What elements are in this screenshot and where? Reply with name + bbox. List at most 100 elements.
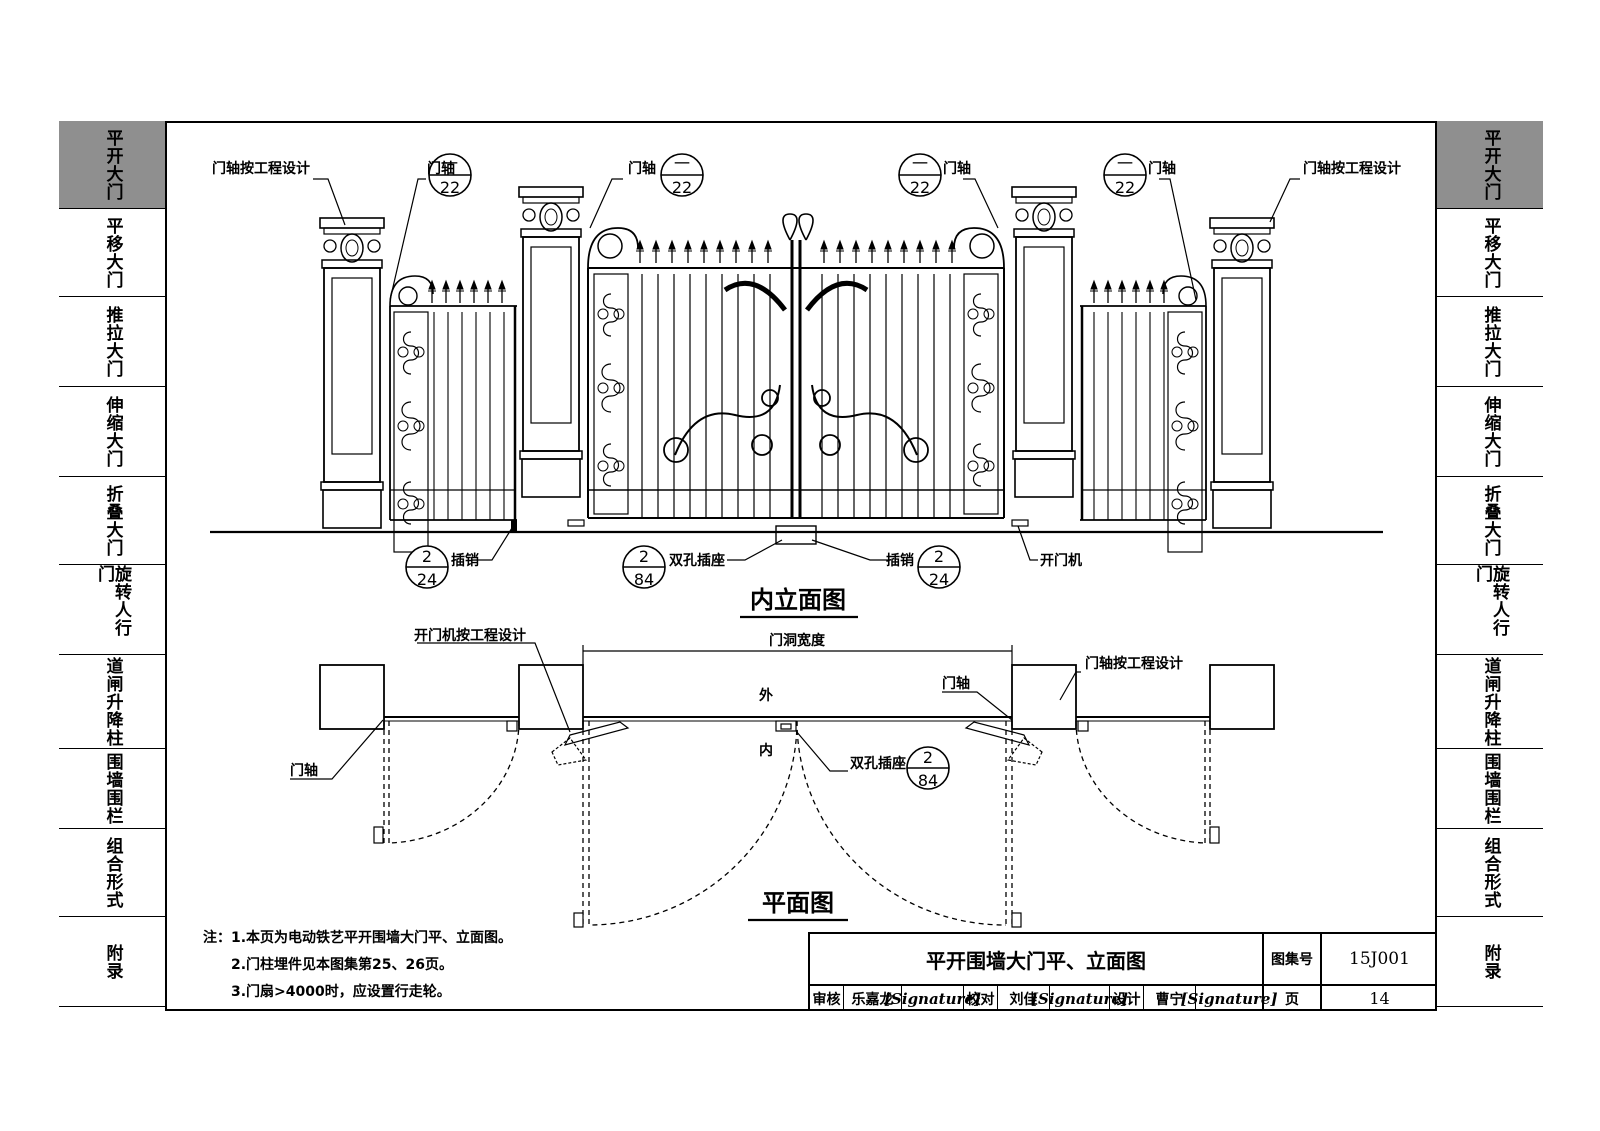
page-label: 页 [1264,986,1322,1011]
callout-pin-right-top: 2 [934,547,944,566]
tab-label: 伸缩大门 [102,395,123,468]
left-tab-5[interactable]: 折叠大门 [59,477,165,565]
right-wicket-gate [1080,275,1207,553]
left-tab-9[interactable]: 组合形式 [59,829,165,917]
label-opening-width: 门洞宽度 [769,632,826,649]
label-inside: 内 [759,742,773,759]
callout-plan-socket-top: 2 [923,748,933,767]
label-opener-design: 开门机按工程设计 [414,627,526,644]
callout-pivot-4-top: 一 [1117,154,1133,173]
tab-label: 平开大门 [1480,128,1501,201]
callout-pivot-3-top: 一 [912,154,928,173]
right-tab-7[interactable]: 道闸升降柱 [1437,655,1543,749]
tab-label: 组合形式 [1480,836,1501,909]
callout-pivot-2-bottom: 22 [672,178,692,197]
designer-signature: [Signature] [1180,986,1278,1011]
left-tab-7[interactable]: 道闸升降柱 [59,655,165,749]
tab-label: 推拉大门 [1480,305,1501,378]
left-tab-10[interactable]: 附录 [59,917,165,1007]
callout-plan-socket-bottom: 84 [918,771,938,790]
checker-signature: [Signature] [1031,986,1128,1011]
label-pivot-1: 门轴 [427,160,455,177]
tab-label: 平开大门 [102,128,123,201]
tab-label: 围墙围栏 [102,752,123,825]
tab-label: 平移大门 [102,216,123,289]
right-tab-10[interactable]: 附录 [1437,917,1543,1007]
check-label: 校对 [964,986,998,1011]
design-label: 设计 [1110,986,1144,1011]
drawing-notes: 注：1.本页为电动铁艺平开围墙大门平、立面图。 2.门柱埋件见本图集第25、26… [203,925,512,1006]
elevation-title: 内立面图 [750,586,846,614]
tab-label: 平移大门 [1480,216,1501,289]
tab-label: 围墙围栏 [1480,752,1501,825]
callout-socket-top: 2 [639,547,649,566]
review-label: 审核 [810,986,844,1011]
plan-title: 平面图 [762,889,834,917]
right-tab-4[interactable]: 伸缩大门 [1437,387,1543,477]
elevation-drawing: 门轴按工程设计 门轴 门轴 门轴 门轴 门轴按工程设计 一 22 一 22 一 … [210,153,1401,619]
tab-label: 组合形式 [102,836,123,909]
label-outside: 外 [759,687,773,704]
right-tab-9[interactable]: 组合形式 [1437,829,1543,917]
label-pivot-design-left: 门轴按工程设计 [212,160,310,177]
drawing-frame [165,121,1437,1011]
tab-label: 推拉大门 [102,305,123,378]
tab-label: 道闸升降柱 [1480,656,1501,747]
callout-pivot-3-bottom: 22 [910,178,930,197]
label-plan-pivot-left: 门轴 [290,762,318,779]
left-tab-3[interactable]: 推拉大门 [59,297,165,387]
reviewer: 乐嘉龙 [844,986,902,1011]
left-wicket-gate [389,275,517,553]
label-pivot-2: 门轴 [628,160,656,177]
tab-label: 伸缩大门 [1480,395,1501,468]
tab-label: 附录 [1480,943,1501,980]
label-double-socket: 双孔插座 [669,552,725,569]
callout-socket-bottom: 84 [634,570,654,589]
main-double-gate [587,213,1005,519]
tab-label: 折叠大门 [102,484,123,557]
reviewer-signature: [Signature] [884,986,981,1011]
note-3: 3.门扇>4000时，应设置行走轮。 [231,984,451,1000]
label-pivot-4: 门轴 [1148,160,1176,177]
left-tab-4[interactable]: 伸缩大门 [59,387,165,477]
left-tab-2[interactable]: 平移大门 [59,209,165,297]
label-plan-pivot-design: 门轴按工程设计 [1085,655,1183,672]
label-plan-double-socket: 双孔插座 [850,755,906,772]
atlas-label: 图集号 [1264,934,1322,986]
callout-pivot-2-top: 一 [674,154,690,173]
atlas-number: 15J001 [1322,934,1437,986]
tab-label: 折叠大门 [1480,484,1501,557]
note-2: 2.门柱埋件见本图集第25、26页。 [231,957,454,973]
label-plan-pivot-right: 门轴 [942,675,970,692]
drawing-title: 平开围墙大门平、立面图 [810,934,1264,986]
tab-label: 道闸升降柱 [102,656,123,747]
tab-label: 旋转人行门 [1472,565,1509,637]
callout-pivot-4-bottom: 22 [1115,178,1135,197]
callout-pivot-1-top: 一 [442,154,458,173]
right-tab-1[interactable]: 平开大门 [1437,121,1543,209]
page-number: 14 [1369,989,1390,1008]
designer: 曹宁 [1144,986,1196,1011]
left-tab-6[interactable]: 旋转人行门 [59,565,165,655]
label-pin-left: 插销 [451,552,479,569]
right-tab-2[interactable]: 平移大门 [1437,209,1543,297]
tab-label: 旋转人行门 [94,565,131,637]
checker: 刘佳 [998,986,1050,1011]
left-tab-1[interactable]: 平开大门 [59,121,165,209]
note-1: 注：1.本页为电动铁艺平开围墙大门平、立面图。 [203,930,513,946]
label-pin-right: 插销 [886,552,914,569]
right-tab-3[interactable]: 推拉大门 [1437,297,1543,387]
plan-drawing: 门洞宽度 外 内 [290,627,1275,928]
right-tab-8[interactable]: 围墙围栏 [1437,749,1543,829]
title-block: 平开围墙大门平、立面图 图集号 15J001 审核 乐嘉龙 [Signature… [808,932,1437,1011]
label-pivot-3: 门轴 [943,160,971,177]
callout-pivot-1-bottom: 22 [440,178,460,197]
right-tab-5[interactable]: 折叠大门 [1437,477,1543,565]
right-tab-6[interactable]: 旋转人行门 [1437,565,1543,655]
label-pivot-design-right: 门轴按工程设计 [1303,160,1401,177]
label-opener: 开门机 [1040,552,1082,569]
tab-label: 附录 [102,943,123,980]
left-tab-8[interactable]: 围墙围栏 [59,749,165,829]
callout-pin-right-bottom: 24 [929,570,949,589]
